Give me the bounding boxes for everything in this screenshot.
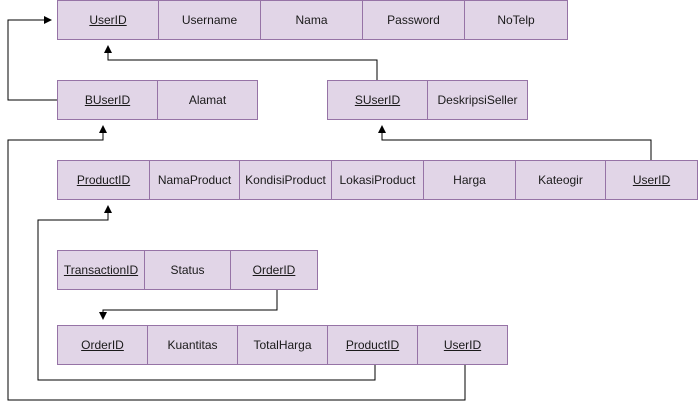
- cell-user-password[interactable]: Password: [362, 0, 465, 40]
- cell-product-userid[interactable]: UserID: [605, 160, 698, 200]
- table-buyer: BUserID Alamat: [57, 80, 258, 120]
- cell-user-notelp[interactable]: NoTelp: [464, 0, 568, 40]
- cell-transaction-transactionid[interactable]: TransactionID: [57, 250, 145, 290]
- connector-order-to-buyer: [7, 125, 466, 401]
- connector-seller-to-user: [104, 45, 378, 80]
- cell-transaction-orderid[interactable]: OrderID: [230, 250, 318, 290]
- connector-product-to-seller: [378, 125, 652, 160]
- table-order: OrderID Kuantitas TotalHarga ProductID U…: [57, 325, 508, 365]
- cell-product-namaproduct[interactable]: NamaProduct: [149, 160, 240, 200]
- cell-user-nama[interactable]: Nama: [260, 0, 363, 40]
- cell-buyer-alamat[interactable]: Alamat: [157, 80, 258, 120]
- cell-transaction-status[interactable]: Status: [144, 250, 231, 290]
- connector-order-to-product: [37, 205, 376, 381]
- cell-seller-suserid[interactable]: SUserID: [327, 80, 428, 120]
- cell-product-kateogir[interactable]: Kateogir: [515, 160, 606, 200]
- table-user: UserID Username Nama Password NoTelp: [57, 0, 568, 40]
- cell-buyer-buserid[interactable]: BUserID: [57, 80, 158, 120]
- cell-order-totalharga[interactable]: TotalHarga: [237, 325, 328, 365]
- table-seller: SUserID DeskripsiSeller: [327, 80, 528, 120]
- table-product: ProductID NamaProduct KondisiProduct Lok…: [57, 160, 698, 200]
- table-transaction: TransactionID Status OrderID: [57, 250, 318, 290]
- cell-user-userid[interactable]: UserID: [57, 0, 159, 40]
- cell-order-orderid[interactable]: OrderID: [57, 325, 148, 365]
- cell-product-productid[interactable]: ProductID: [57, 160, 150, 200]
- cell-seller-deskripsiseller[interactable]: DeskripsiSeller: [427, 80, 528, 120]
- cell-order-userid[interactable]: UserID: [417, 325, 508, 365]
- cell-product-lokasiproduct[interactable]: LokasiProduct: [331, 160, 424, 200]
- cell-order-kuantitas[interactable]: Kuantitas: [147, 325, 238, 365]
- connector-buyer-to-user: [7, 16, 57, 101]
- connector-transaction-to-order: [99, 290, 278, 320]
- cell-user-username[interactable]: Username: [158, 0, 261, 40]
- cell-product-kondisiproduct[interactable]: KondisiProduct: [239, 160, 332, 200]
- cell-order-productid[interactable]: ProductID: [327, 325, 418, 365]
- cell-product-harga[interactable]: Harga: [423, 160, 516, 200]
